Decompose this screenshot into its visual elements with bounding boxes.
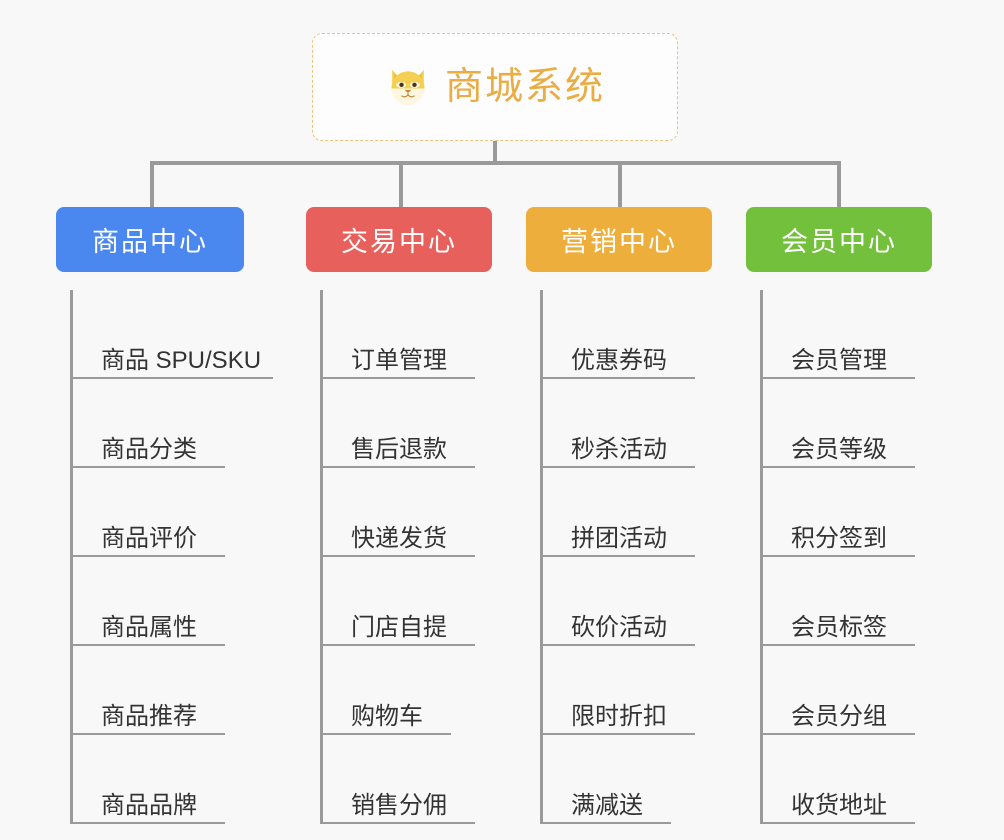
leaf-label: 积分签到 [791, 524, 887, 552]
list-item[interactable]: 商品分类 [73, 379, 225, 468]
leaf-label: 优惠券码 [571, 346, 667, 374]
list-item[interactable]: 会员等级 [763, 379, 915, 468]
list-item[interactable]: 会员管理 [763, 290, 915, 379]
leaf-label: 订单管理 [351, 346, 447, 374]
leaf-list-trade: 订单管理 售后退款 快递发货 门店自提 购物车 销售分佣 [320, 290, 496, 824]
leaf-label: 销售分佣 [351, 791, 447, 819]
leaf-list-marketing: 优惠券码 秒杀活动 拼团活动 砍价活动 限时折扣 满减送 [540, 290, 716, 824]
list-item[interactable]: 销售分佣 [323, 735, 475, 824]
list-item[interactable]: 售后退款 [323, 379, 475, 468]
list-item[interactable]: 订单管理 [323, 290, 475, 379]
leaf-label: 购物车 [351, 702, 423, 730]
connector-root-stem [493, 141, 497, 165]
leaf-label: 拼团活动 [571, 524, 667, 552]
list-item[interactable]: 优惠券码 [543, 290, 695, 379]
list-item[interactable]: 商品推荐 [73, 646, 225, 735]
list-item[interactable]: 快递发货 [323, 468, 475, 557]
leaf-label: 收货地址 [791, 791, 887, 819]
leaf-label: 商品 SPU/SKU [101, 346, 262, 374]
category-header-member[interactable]: 会员中心 [746, 207, 932, 272]
leaf-label: 商品属性 [101, 613, 197, 641]
root-title: 商城系统 [444, 66, 605, 108]
root-node[interactable]: 商城系统 [312, 33, 678, 141]
list-item[interactable]: 商品 SPU/SKU [73, 290, 273, 379]
category-header-product[interactable]: 商品中心 [56, 207, 244, 272]
leaf-label: 商品推荐 [101, 702, 197, 730]
list-item[interactable]: 会员分组 [763, 646, 915, 735]
category-column-trade: 交易中心 订单管理 售后退款 快递发货 门店自提 购物车 销售分佣 [306, 207, 496, 824]
category-header-marketing[interactable]: 营销中心 [526, 207, 712, 272]
leaf-label: 商品品牌 [101, 791, 197, 819]
list-item[interactable]: 砍价活动 [543, 557, 695, 646]
leaf-label: 商品分类 [101, 435, 197, 463]
leaf-list-product: 商品 SPU/SKU 商品分类 商品评价 商品属性 商品推荐 商品品牌 [70, 290, 273, 824]
list-item[interactable]: 商品品牌 [73, 735, 225, 824]
leaf-label: 售后退款 [351, 435, 447, 463]
leaf-label: 限时折扣 [571, 702, 667, 730]
list-item[interactable]: 限时折扣 [543, 646, 695, 735]
category-header-label: 交易中心 [341, 227, 457, 257]
leaf-label: 商品评价 [101, 524, 197, 552]
list-item[interactable]: 拼团活动 [543, 468, 695, 557]
leaf-label: 门店自提 [351, 613, 447, 641]
leaf-label: 快递发货 [351, 524, 447, 552]
leaf-label: 会员分组 [791, 702, 887, 730]
leaf-label: 满减送 [571, 791, 643, 819]
list-item[interactable]: 商品属性 [73, 557, 225, 646]
connector-drop-2 [399, 161, 403, 209]
list-item[interactable]: 会员标签 [763, 557, 915, 646]
list-item[interactable]: 秒杀活动 [543, 379, 695, 468]
connector-drop-3 [618, 161, 622, 209]
category-header-label: 营销中心 [561, 227, 677, 257]
category-column-product: 商品中心 商品 SPU/SKU 商品分类 商品评价 商品属性 商品推荐 商品品牌 [56, 207, 273, 824]
leaf-label: 砍价活动 [571, 613, 667, 641]
connector-drop-1 [150, 161, 154, 209]
leaf-label: 会员标签 [791, 613, 887, 641]
leaf-list-member: 会员管理 会员等级 积分签到 会员标签 会员分组 收货地址 [760, 290, 936, 824]
list-item[interactable]: 门店自提 [323, 557, 475, 646]
list-item[interactable]: 积分签到 [763, 468, 915, 557]
category-column-marketing: 营销中心 优惠券码 秒杀活动 拼团活动 砍价活动 限时折扣 满减送 [526, 207, 716, 824]
leaf-label: 会员管理 [791, 346, 887, 374]
list-item[interactable]: 商品评价 [73, 468, 225, 557]
leaf-label: 会员等级 [791, 435, 887, 463]
category-header-label: 会员中心 [781, 227, 897, 257]
list-item[interactable]: 满减送 [543, 735, 671, 824]
connector-drop-4 [837, 161, 841, 209]
category-column-member: 会员中心 会员管理 会员等级 积分签到 会员标签 会员分组 收货地址 [746, 207, 936, 824]
list-item[interactable]: 购物车 [323, 646, 451, 735]
list-item[interactable]: 收货地址 [763, 735, 915, 824]
category-header-trade[interactable]: 交易中心 [306, 207, 492, 272]
connector-bus [150, 161, 840, 165]
category-header-label: 商品中心 [92, 227, 208, 257]
shiba-dog-face-icon [391, 69, 425, 105]
leaf-label: 秒杀活动 [571, 435, 667, 463]
